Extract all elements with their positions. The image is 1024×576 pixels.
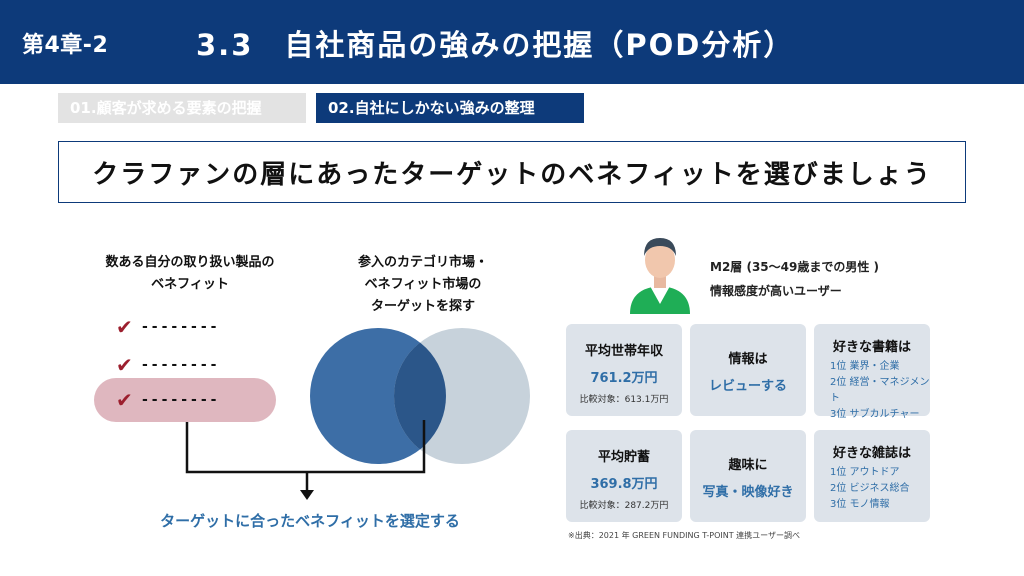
source-note: ※出典：2021 年 GREEN FUNDING T-POINT 連携ユーザー調… (568, 531, 801, 540)
card-title: 平均貯蓄 (597, 450, 650, 465)
card-favorite-books: 好きな書籍は 1位 業界・企業 2位 経営・マネジメント 3位 サブカルチャー (814, 324, 930, 420)
card-title: 好きな雑誌は (832, 446, 911, 461)
header-bar: 第4章-2 3.3 自社商品の強みの把握（POD分析） (0, 0, 1024, 84)
persona-description: M2層 (35～49歳までの男性 ) 情報感度が高いユーザー (710, 255, 879, 303)
product-benefits-line1: 数ある自分の取り扱い製品の (105, 255, 275, 270)
persona-segment: M2層 (35～49歳までの男性 ) (710, 260, 880, 274)
rank-item: 3位 サブカルチャー (830, 409, 920, 420)
card-value: レビューする (708, 379, 787, 394)
check-icon: ✔ (116, 388, 133, 412)
card-value: 写真・映像好き (702, 485, 794, 500)
target-search-line2: ベネフィット市場の (364, 277, 482, 292)
venn-overlap (394, 328, 446, 464)
card-title: 平均世帯年収 (584, 344, 663, 359)
venn-diagram (310, 328, 530, 464)
rank-item: 2位 ビジネス総合 (830, 483, 910, 494)
product-benefits-label: 数ある自分の取り扱い製品の ベネフィット (70, 252, 310, 296)
card-title: 趣味に (728, 458, 768, 473)
benefit-placeholder: -------- (142, 357, 221, 373)
page-title: 3.3 自社商品の強みの把握（POD分析） (196, 28, 795, 62)
card-note: 比較対象：287.2万円 (579, 501, 669, 511)
chapter-label: 第4章-2 (22, 33, 109, 58)
card-value: 761.2万円 (590, 371, 658, 386)
selected-benefit-highlight (94, 378, 276, 422)
card-average-savings: 平均貯蓄 369.8万円 比較対象：287.2万円 (566, 430, 682, 522)
product-benefits-line2: ベネフィット (151, 277, 229, 292)
result-text: ターゲットに合ったベネフィットを選定する (160, 512, 460, 530)
target-search-line1: 参入のカテゴリ市場・ (357, 255, 488, 270)
tab-own-strengths[interactable]: 02.自社にしかない強みの整理 (316, 93, 584, 123)
card-value: 369.8万円 (590, 477, 658, 492)
rank-item: 2位 経営・マネジメント (830, 377, 930, 404)
target-search-line3: ターゲットを探す (370, 299, 475, 314)
rank-item: 1位 業界・企業 (830, 361, 900, 372)
card-favorite-magazines: 好きな雑誌は 1位 アウトドア 2位 ビジネス総合 3位 モノ情報 (814, 430, 930, 522)
card-note: 比較対象：613.1万円 (579, 395, 669, 405)
benefit-item: ✔ -------- (116, 350, 276, 380)
benefit-item-selected: ✔ -------- (116, 385, 276, 415)
rank-item: 1位 アウトドア (830, 467, 900, 478)
persona-trait: 情報感度が高いユーザー (710, 284, 842, 298)
arrow-down-icon (300, 490, 314, 500)
card-hobby: 趣味に 写真・映像好き (690, 430, 806, 522)
card-title: 情報は (728, 352, 768, 367)
target-search-label: 参入のカテゴリ市場・ ベネフィット市場の ターゲットを探す (328, 252, 518, 318)
check-icon: ✔ (116, 315, 133, 339)
benefit-placeholder: -------- (142, 319, 221, 335)
card-title: 好きな書籍は (832, 340, 911, 355)
card-information: 情報は レビューする (690, 324, 806, 416)
benefit-item: ✔ -------- (116, 312, 276, 342)
benefit-placeholder: -------- (142, 392, 221, 408)
instruction-banner: クラファンの層にあったターゲットのベネフィットを選びましょう (58, 141, 966, 203)
tab-customer-needs[interactable]: 01.顧客が求める要素の把握 (58, 93, 306, 123)
rank-item: 3位 モノ情報 (830, 499, 890, 510)
user-avatar-icon (630, 238, 690, 314)
card-household-income: 平均世帯年収 761.2万円 比較対象：613.1万円 (566, 324, 682, 416)
check-icon: ✔ (116, 353, 133, 377)
